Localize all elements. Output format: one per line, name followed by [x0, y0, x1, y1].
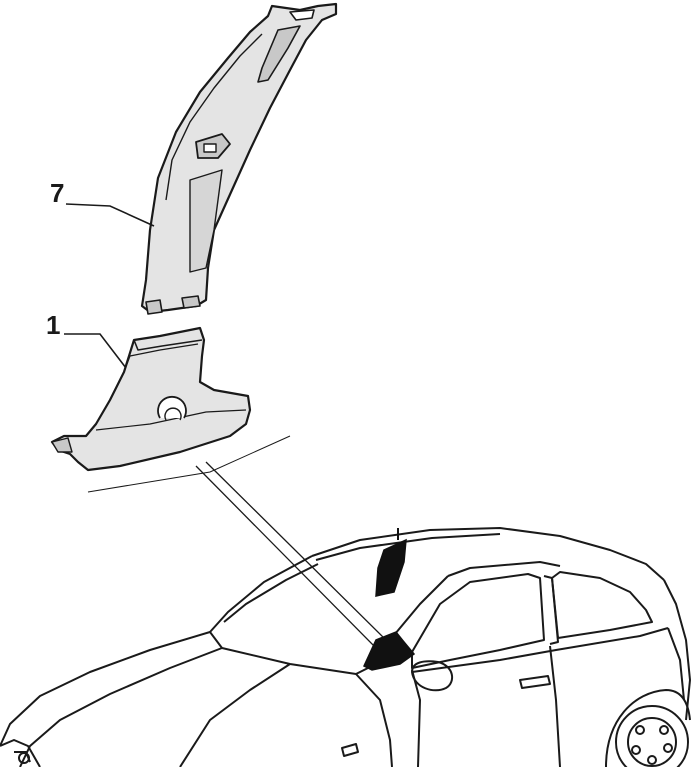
- location-indicator-lines: [87, 435, 387, 651]
- part-1-lower-pillar-trim[interactable]: [50, 326, 252, 472]
- leader-line-7: [65, 203, 155, 227]
- car-hood: [0, 631, 211, 747]
- car-outline: [0, 527, 691, 767]
- car-front-window: [411, 573, 545, 669]
- highlight-lower-pillar: [363, 631, 416, 671]
- car-rear-window: [551, 571, 653, 639]
- leader-line-1: [64, 333, 127, 369]
- callout-label-1: 1: [46, 310, 61, 340]
- highlight-upper-pillar: [375, 538, 407, 597]
- part-7-upper-pillar-trim[interactable]: [140, 2, 338, 315]
- car-rear-wheel-arch: [605, 689, 691, 767]
- car-rear-wheel: [615, 705, 689, 767]
- callout-label-7: 7: [50, 178, 65, 208]
- car-roof: [311, 527, 665, 581]
- car-mirror: [411, 660, 454, 692]
